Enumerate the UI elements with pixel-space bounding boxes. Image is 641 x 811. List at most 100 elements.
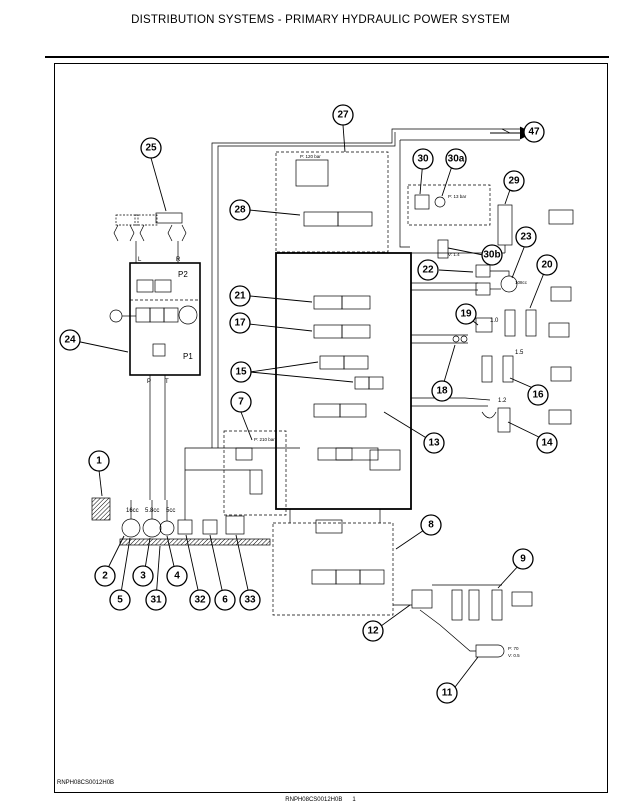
motor-23-displacement: 108cc	[515, 280, 528, 285]
callout-16: 16	[527, 384, 549, 406]
pump2-displacement: 5.8cc	[145, 508, 159, 514]
acc-volume: V: 0.5	[508, 653, 520, 658]
svg-text:25: 25	[145, 143, 157, 154]
svg-text:8: 8	[428, 520, 434, 531]
svg-text:12: 12	[367, 626, 379, 637]
callout-22: 22	[417, 259, 439, 281]
callout-5: 5	[109, 589, 131, 611]
callout-29: 29	[503, 170, 525, 192]
callout-30: 30	[412, 148, 434, 170]
callout-25: 25	[140, 137, 162, 159]
svg-text:11: 11	[442, 688, 453, 699]
callout-33: 33	[239, 589, 261, 611]
svg-text:9: 9	[520, 554, 526, 565]
main-valve-block	[275, 252, 412, 510]
svg-text:5: 5	[117, 595, 123, 606]
diagram-frame	[54, 63, 608, 793]
valve-30b-volume: V: 1.4	[448, 252, 460, 257]
svg-text:28: 28	[234, 205, 246, 216]
port-r-label: R	[176, 257, 181, 263]
svg-text:30b: 30b	[483, 250, 500, 261]
callout-12: 12	[362, 620, 384, 642]
callout-31: 31	[145, 589, 167, 611]
callout-8: 8	[420, 514, 442, 536]
callout-20: 20	[536, 254, 558, 276]
svg-text:32: 32	[194, 595, 206, 606]
svg-text:29: 29	[508, 176, 520, 187]
svg-text:47: 47	[528, 127, 540, 138]
cyl-14-volume: 1.2	[498, 398, 507, 404]
svg-text:30: 30	[417, 154, 429, 165]
assembly-30	[407, 184, 491, 226]
callout-24: 24	[59, 329, 81, 351]
callout-47: 47	[523, 121, 545, 143]
svg-text:15: 15	[235, 367, 247, 378]
pump1-displacement: 16cc	[126, 508, 139, 514]
svg-text:27: 27	[337, 110, 349, 121]
callout-6: 6	[214, 589, 236, 611]
callout-14: 14	[536, 432, 558, 454]
callout-3: 3	[132, 565, 154, 587]
svg-text:13: 13	[428, 438, 440, 449]
callout-21: 21	[229, 285, 251, 307]
assembly-27	[275, 151, 389, 253]
callout-1: 1	[88, 450, 110, 472]
callout-17: 17	[229, 312, 251, 334]
label-p2: P2	[178, 270, 188, 279]
page-title: DISTRIBUTION SYSTEMS - PRIMARY HYDRAULIC…	[131, 14, 510, 26]
callout-23: 23	[515, 226, 537, 248]
callout-30b: 30b	[481, 244, 503, 266]
svg-text:31: 31	[150, 595, 162, 606]
svg-text:23: 23	[520, 232, 532, 243]
port-l-label: L	[138, 257, 142, 263]
port-t-label: T	[165, 379, 169, 385]
port-p-label: P	[147, 379, 151, 385]
acc-pressure: P: 70	[508, 646, 519, 651]
svg-text:17: 17	[234, 318, 246, 329]
figure-code: RNPH08CS0012H0B	[57, 780, 115, 786]
svg-text:30a: 30a	[448, 154, 465, 165]
callout-15: 15	[230, 361, 252, 383]
svg-text:1: 1	[96, 456, 102, 467]
valve-30a-pressure: P: 13 bar	[448, 194, 467, 199]
relief-7-pressure: P: 210 bar	[254, 437, 275, 442]
callout-27: 27	[332, 104, 354, 126]
callout-19: 19	[455, 303, 477, 325]
label-p1: P1	[183, 352, 193, 361]
callout-4: 4	[166, 565, 188, 587]
callout-18: 18	[431, 380, 453, 402]
svg-text:19: 19	[460, 309, 472, 320]
svg-text:2: 2	[102, 571, 108, 582]
relief-27-pressure: P: 120 bar	[300, 154, 321, 159]
assembly-7	[223, 430, 287, 516]
callout-30a: 30a	[445, 148, 467, 170]
pump3-displacement: 5cc	[166, 508, 175, 514]
header-rule	[45, 56, 609, 58]
svg-text:6: 6	[222, 595, 228, 606]
svg-text:14: 14	[541, 438, 553, 449]
svg-text:20: 20	[541, 260, 553, 271]
svg-text:22: 22	[422, 265, 434, 276]
svg-text:7: 7	[238, 397, 244, 408]
footer-page-number: 1	[352, 797, 356, 803]
callout-9: 9	[512, 548, 534, 570]
cyl-19-volume: 1.0	[490, 318, 499, 324]
cyl-16-volume: 1.5	[515, 350, 524, 356]
svg-text:3: 3	[140, 571, 146, 582]
footer-code: RNPH08CS0012H0B	[285, 797, 343, 803]
svg-text:18: 18	[436, 386, 448, 397]
callout-32: 32	[189, 589, 211, 611]
svg-text:33: 33	[244, 595, 256, 606]
svg-text:16: 16	[532, 390, 544, 401]
svg-text:21: 21	[234, 291, 246, 302]
svg-text:24: 24	[64, 335, 76, 346]
assembly-8	[272, 522, 394, 616]
svg-text:4: 4	[174, 571, 180, 582]
callout-7: 7	[230, 391, 252, 413]
callout-2: 2	[94, 565, 116, 587]
page-footer: RNPH08CS0012H0B 1	[0, 797, 641, 803]
callout-13: 13	[423, 432, 445, 454]
callout-28: 28	[229, 199, 251, 221]
callout-11: 11	[436, 682, 458, 704]
